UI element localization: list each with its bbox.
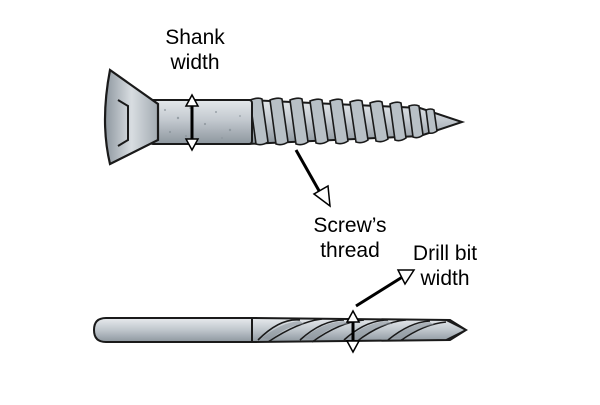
shank-width-label-line1: Shank (165, 26, 225, 49)
shank-width-label: Shank width (150, 25, 240, 75)
shank-width-label-line2: width (170, 51, 220, 74)
screw-head (103, 68, 160, 166)
screw-shank (149, 99, 253, 145)
drill-bit-width-label: Drill bit width (400, 241, 490, 291)
screw-thread-ridges (249, 97, 438, 146)
screw-thread-label: Screw’s thread (300, 213, 400, 263)
shank-texture (164, 107, 241, 139)
screw-slot (117, 99, 129, 147)
drill-width-pointer-arrow (355, 269, 416, 308)
drill-bit-shank (92, 317, 257, 343)
screw-thread-label-line1: Screw’s (313, 214, 387, 237)
shank-width-arrow (184, 93, 200, 152)
wood-screw (103, 68, 466, 166)
drill-bit (92, 309, 468, 354)
drill-bit-flute-shadows (262, 321, 434, 340)
drill-bit-flutes (257, 318, 447, 343)
drill-bit-width-arrow (345, 309, 361, 354)
drill-bit-width-label-line1: Drill bit (412, 242, 478, 265)
screw-thread-label-line2: thread (320, 239, 380, 262)
drill-bit-width-label-line2: width (420, 267, 470, 290)
thread-pointer-arrow (294, 149, 331, 208)
